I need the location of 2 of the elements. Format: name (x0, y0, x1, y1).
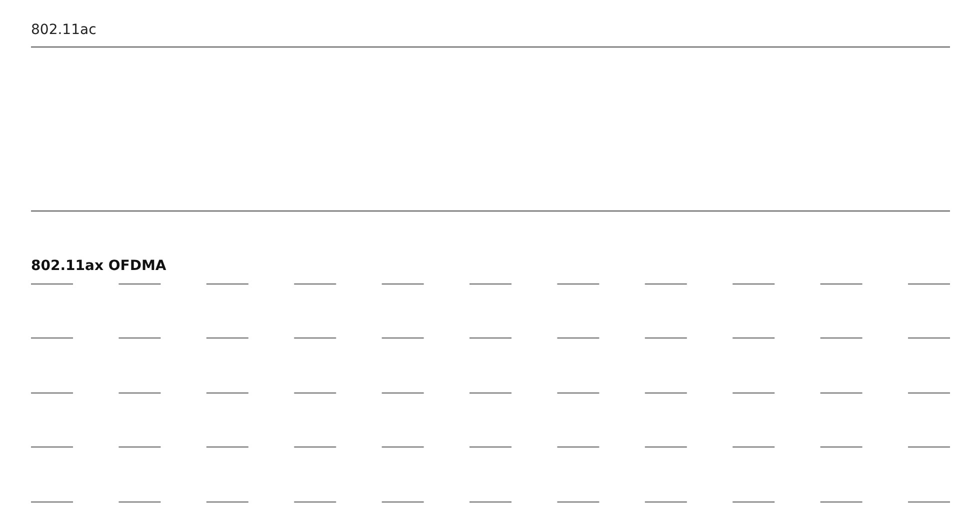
section-heading: 802.11ac (31, 22, 96, 38)
section-heading: 802.11ax OFDMA (31, 258, 166, 274)
